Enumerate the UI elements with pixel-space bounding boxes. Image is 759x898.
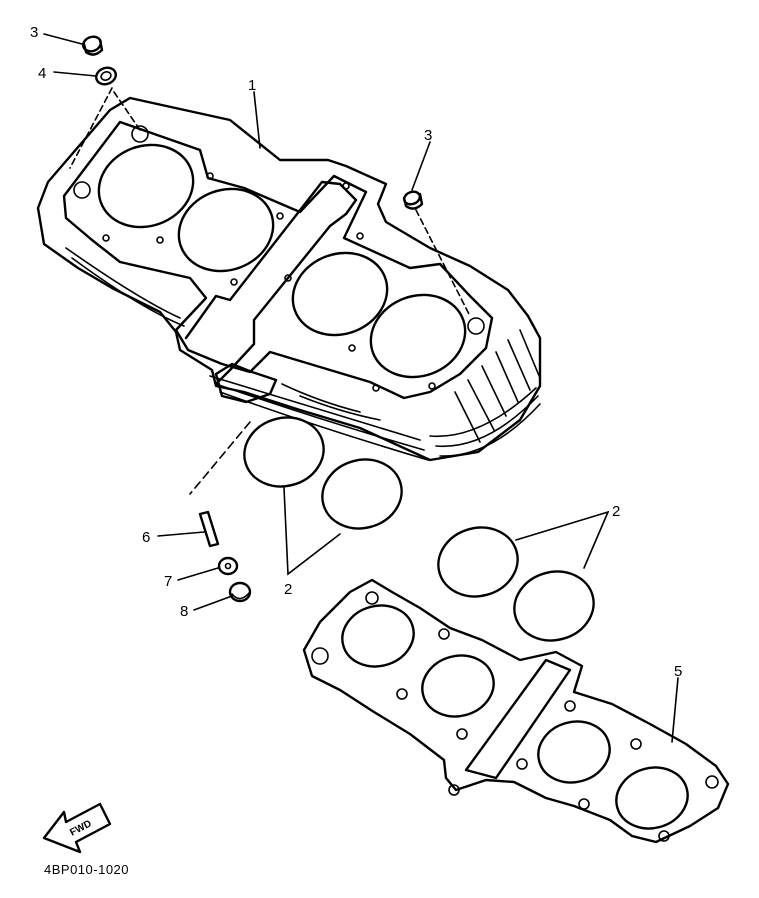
callout-8: 8	[180, 603, 188, 620]
washer-7	[217, 556, 239, 576]
cylinder-bore-3	[291, 251, 389, 337]
callout-3-top: 3	[30, 24, 38, 41]
plug-8	[228, 581, 252, 603]
callout-6: 6	[142, 529, 150, 546]
cooling-fins	[65, 247, 541, 461]
guide-lines	[69, 87, 471, 495]
callout-3-right: 3	[424, 127, 432, 144]
cylinder-bore-2	[177, 187, 275, 273]
cylinder-bore-1	[97, 143, 195, 229]
dowel-pin-right	[402, 190, 424, 210]
cylinder-bore-4	[369, 293, 467, 379]
dowel-pin-6	[198, 510, 220, 548]
dowel-pin-top-left	[82, 35, 104, 56]
callout-2-right: 2	[612, 503, 620, 520]
block-outline	[36, 96, 542, 462]
leader-lines	[43, 33, 679, 743]
fwd-arrow-icon: FWD	[42, 802, 112, 854]
callout-7: 7	[164, 573, 172, 590]
o-ring-2-d	[513, 570, 595, 642]
cylinder-gasket	[302, 578, 730, 844]
block-center-rib	[184, 180, 358, 386]
o-ring-2-c	[437, 526, 519, 598]
callout-1: 1	[248, 77, 256, 94]
callout-5: 5	[674, 663, 682, 680]
diagram-code: 4BP010-1020	[44, 862, 129, 877]
cylinder-block	[36, 96, 542, 462]
o-ring-2-a	[243, 416, 325, 488]
block-bracket	[214, 362, 278, 404]
block-stud-holes	[73, 125, 485, 392]
block-deck	[62, 120, 494, 400]
callout-4: 4	[38, 65, 46, 82]
o-ring-2-b	[321, 458, 403, 530]
o-ring-top-left	[95, 66, 117, 86]
callout-2-left: 2	[284, 581, 292, 598]
